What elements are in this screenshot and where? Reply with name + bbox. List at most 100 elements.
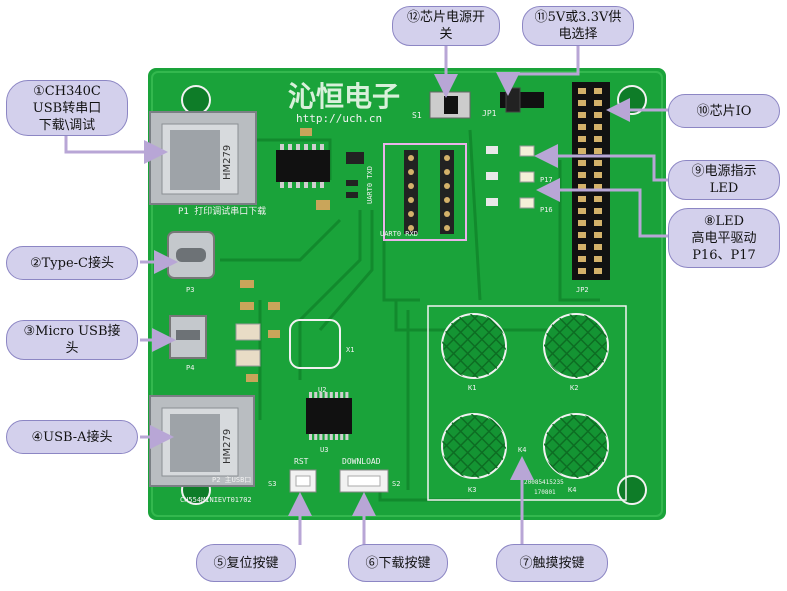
chip-io-header [572, 82, 610, 280]
header-pin [578, 220, 586, 226]
header-pin [594, 244, 602, 250]
ch340c-chip [276, 150, 330, 182]
header-pin [578, 196, 586, 202]
chip-pin [345, 392, 349, 398]
header-pin [578, 172, 586, 178]
header-pin [578, 88, 586, 94]
header-pin [578, 184, 586, 190]
callout-power-switch: ⑫芯片电源开 关 [392, 6, 500, 46]
callout-voltage-select-text: ⑪5V或3.3V供 电选择 [534, 10, 622, 42]
header-pin [578, 136, 586, 142]
header-pin [578, 124, 586, 130]
header-pin [594, 112, 602, 118]
callout-typec: ②Type-C接头 [6, 246, 138, 280]
callout-ch340c-text: ①CH340C USB转串口 下载\调试 [32, 83, 102, 133]
callout-microusb: ③Micro USB接 头 [6, 320, 138, 360]
header-pin [594, 88, 602, 94]
header-pin [594, 220, 602, 226]
callout-chip-io-text: ⑩芯片IO [696, 103, 752, 119]
silk-uart-txd: UART0 TXD [366, 166, 374, 204]
callout-touch: ⑦触摸按键 [496, 544, 608, 582]
uart-header-pins [404, 150, 454, 234]
header-pin [578, 148, 586, 154]
header-pin [578, 256, 586, 262]
header-pin [594, 100, 602, 106]
callout-download: ⑥下载按键 [348, 544, 448, 582]
usb-a-marking-lower: HM279 [222, 429, 233, 464]
silk-p3: P3 [186, 286, 194, 294]
chip-pin [345, 434, 349, 440]
leader-led-drive [536, 178, 680, 238]
touch-pads [441, 313, 609, 479]
usb-a-port-upper: HM279 [149, 111, 257, 205]
chip-pin [314, 392, 318, 398]
silk-s1: S1 [412, 111, 422, 120]
header-pin [578, 268, 586, 274]
chip-pin [324, 392, 328, 398]
crystal-x1 [289, 319, 341, 369]
callout-typec-text: ②Type-C接头 [29, 255, 115, 271]
header-pin [594, 172, 602, 178]
type-c-port [167, 231, 215, 279]
resistor [346, 180, 358, 186]
capacitor [300, 128, 312, 136]
silk-x1: X1 [346, 346, 354, 354]
silk-jp2: JP2 [576, 286, 589, 294]
mount-hole [617, 475, 647, 505]
pcb-board-edge [151, 71, 663, 517]
callout-reset: ⑤复位按键 [196, 544, 296, 582]
usb-a-marking-upper: HM279 [222, 145, 233, 180]
resistor [346, 192, 358, 198]
callout-touch-text: ⑦触摸按键 [519, 555, 585, 571]
header-pin [578, 244, 586, 250]
silk-p2: P2 主USB口 [212, 475, 251, 484]
silk-download: DOWNLOAD [342, 457, 381, 466]
header-pin [594, 184, 602, 190]
callout-led-drive-text: ⑧LED 高电平驱动 P16、P17 [691, 213, 757, 263]
silk-k4: K4 [518, 446, 526, 454]
chip-pin [319, 392, 323, 398]
board-logo: 沁恒电子 [288, 80, 400, 113]
chip-pin [340, 392, 344, 398]
chip-pin [324, 434, 328, 440]
power-leds [486, 145, 535, 209]
silk-k1: K1 [468, 384, 476, 392]
callout-usba: ④USB-A接头 [6, 420, 138, 454]
ch340c-pins [280, 144, 324, 188]
silk-date: 20085415235 [524, 479, 564, 486]
silk-code: 170801 [534, 489, 556, 496]
chip-pin [314, 434, 318, 440]
header-pin [578, 160, 586, 166]
chip-io-pins [578, 88, 602, 274]
silk-k2: K2 [570, 384, 578, 392]
silk-k4-b: K4 [568, 486, 576, 494]
chip-pin [309, 434, 312, 440]
silk-s2: S2 [392, 480, 400, 488]
smd-components [235, 280, 280, 382]
ch554-chip [306, 398, 352, 434]
silk-p17: P17 [540, 176, 553, 184]
callout-microusb-text: ③Micro USB接 头 [23, 324, 121, 356]
header-pin [594, 232, 602, 238]
chip-pin [329, 434, 333, 440]
leader-power-led [534, 144, 680, 182]
silk-u3: U3 [320, 446, 328, 454]
callout-download-text: ⑥下载按键 [365, 555, 431, 571]
download-button [339, 469, 389, 493]
silk-s3: S3 [268, 480, 276, 488]
header-pin [594, 148, 602, 154]
header-pin [578, 232, 586, 238]
power-switch [429, 91, 471, 119]
capacitor [316, 200, 330, 210]
diode [346, 152, 364, 164]
silk-p4: P4 [186, 364, 194, 372]
callout-chip-io: ⑩芯片IO [668, 94, 780, 128]
callout-reset-text: ⑤复位按键 [213, 555, 279, 571]
leader-voltage [496, 44, 580, 96]
silk-uart-rxd: UART0 RXD [380, 230, 418, 238]
header-pin [578, 100, 586, 106]
header-pin [594, 160, 602, 166]
chip-pin [309, 392, 312, 398]
leader-lines [64, 44, 680, 545]
